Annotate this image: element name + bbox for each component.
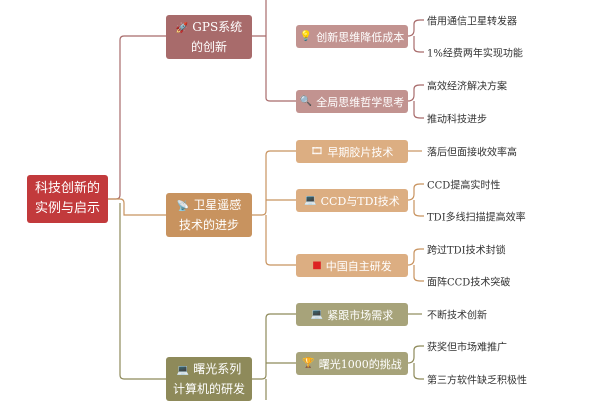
root-label-line1: 科技创新的 [34, 181, 100, 196]
lightbulb-icon: 💡 [299, 31, 313, 42]
child-node[interactable]: 💡创新思维降低成本 [296, 25, 408, 48]
leaf-item[interactable]: 借用通信卫星转发器 [427, 16, 517, 28]
leaf-item[interactable]: 面阵CCD技术突破 [427, 277, 511, 289]
child-node[interactable]: 💻CCD与TDI技术 [296, 189, 408, 212]
trophy-icon: 🏆 [302, 358, 315, 369]
computer-icon: 💻 [176, 365, 190, 376]
leaf-item[interactable]: 推动科技进步 [427, 114, 487, 126]
branch-dawning[interactable]: 💻曙光系列计算机的研发 [166, 357, 252, 401]
magnifier-icon: 🔍 [299, 96, 313, 107]
child-node[interactable]: ■中国自主研发 [296, 254, 408, 277]
child-node[interactable]: 🎞早期胶片技术 [296, 140, 408, 163]
leaf-item[interactable]: 第三方软件缺乏积极性 [427, 375, 527, 387]
branch-gps[interactable]: 🚀GPS系统的创新 [166, 15, 252, 59]
child-node[interactable]: 🔍全局思维哲学思考 [296, 90, 408, 113]
film-icon: 🎞 [310, 146, 324, 157]
leaf-item[interactable]: 落后但面接收效率高 [427, 147, 517, 159]
branch-remote-sensing[interactable]: 📡卫星遥感技术的进步 [166, 193, 252, 237]
leaf-item[interactable]: TDI多线扫描提高效率 [427, 212, 526, 224]
child-label: 早期胶片技术 [327, 145, 394, 159]
child-label: 曙光1000的挑战 [318, 357, 402, 371]
branch-label: GPS系统的创新 [190, 20, 243, 54]
child-label: CCD与TDI技术 [320, 194, 400, 208]
leaf-item[interactable]: 1%经费两年实现功能 [427, 48, 523, 60]
branch-label: 卫星遥感技术的进步 [178, 198, 242, 232]
flag-icon: ■ [312, 260, 322, 271]
child-label: 创新思维降低成本 [316, 30, 405, 44]
rocket-icon: 🚀 [175, 23, 189, 34]
leaf-item[interactable]: 不断技术创新 [427, 310, 487, 322]
root-node[interactable]: 科技创新的实例与启示 [27, 175, 108, 223]
leaf-item[interactable]: 获奖但市场难推广 [427, 342, 507, 354]
child-node[interactable]: 💻紧跟市场需求 [296, 303, 408, 326]
leaf-item[interactable]: 跨过TDI技术封锁 [427, 245, 506, 257]
child-label: 全局思维哲学思考 [316, 95, 405, 109]
root-label-line2: 实例与启示 [34, 201, 100, 216]
child-label: 紧跟市场需求 [327, 308, 394, 322]
leaf-item[interactable]: CCD提高实时性 [427, 180, 501, 192]
computer-icon: 💻 [304, 195, 317, 206]
satellite-icon: 📡 [176, 201, 190, 212]
branch-label: 曙光系列计算机的研发 [172, 362, 245, 396]
child-label: 中国自主研发 [325, 259, 392, 273]
child-node[interactable]: 🏆曙光1000的挑战 [296, 352, 408, 375]
leaf-item[interactable]: 高效经济解决方案 [427, 81, 507, 93]
computer-icon: 💻 [310, 309, 324, 320]
